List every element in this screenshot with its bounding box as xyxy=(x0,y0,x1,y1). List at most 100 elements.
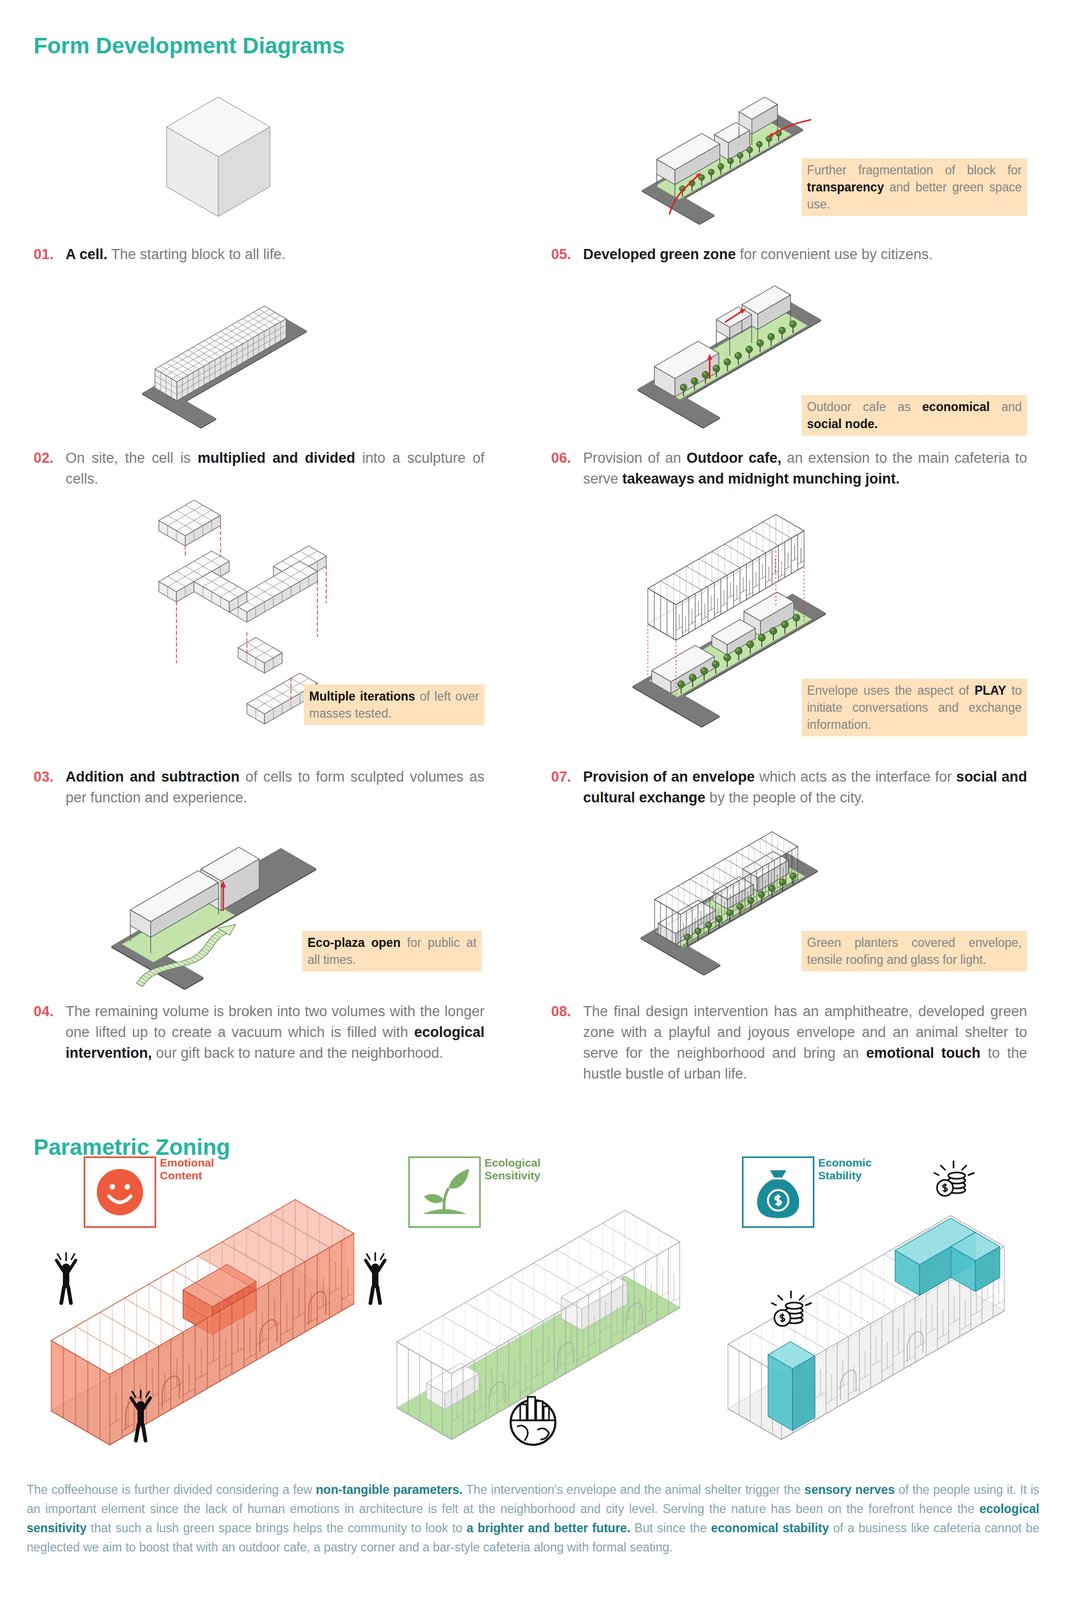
illustration-shape xyxy=(992,1299,1005,1307)
illustration-shape xyxy=(746,346,750,350)
illustration-shape xyxy=(954,1295,955,1322)
illustration-shape xyxy=(170,1338,172,1410)
illustration-shape xyxy=(789,320,797,328)
illustration-shape xyxy=(167,515,195,531)
illustration-shape xyxy=(768,863,769,896)
illustration-shape xyxy=(831,1374,833,1400)
illustration-shape xyxy=(616,1306,618,1334)
illustration-shape xyxy=(209,939,216,943)
illustration-shape xyxy=(692,562,693,599)
envelope-explode xyxy=(632,514,827,728)
section-heading: Parametric Zoning xyxy=(33,1134,1066,1160)
illustration-shape xyxy=(727,575,728,611)
illustration-shape xyxy=(781,518,783,554)
illustration-shape xyxy=(748,844,774,860)
caption-text: The intervention's envelope and the anim… xyxy=(465,1482,801,1497)
illustration-shape xyxy=(771,1302,777,1305)
illustration-shape xyxy=(736,851,738,885)
illustration-shape xyxy=(712,660,720,668)
step-caption: 05.Developed green zone for convenient u… xyxy=(551,244,1028,265)
illustration-shape xyxy=(778,573,785,578)
illustration-shape xyxy=(771,831,773,864)
illustration-shape xyxy=(701,370,709,378)
illustration-shape xyxy=(729,338,730,356)
illustration-shape xyxy=(771,831,798,847)
illustration-shape xyxy=(136,929,227,987)
illustration-shape xyxy=(701,871,728,887)
illustration-shape xyxy=(771,548,773,585)
illustration-shape xyxy=(143,974,150,979)
step-number: 07. xyxy=(551,766,584,788)
illustration-shape xyxy=(770,628,774,632)
illustration-shape xyxy=(780,879,783,883)
illustration-shape xyxy=(380,1253,384,1259)
illustration-shape xyxy=(870,1359,882,1366)
final-design xyxy=(640,831,818,976)
illustration-shape xyxy=(695,927,702,934)
illustration-shape xyxy=(599,1287,601,1354)
illustration-shape xyxy=(737,536,738,573)
illustration-shape xyxy=(419,1328,475,1360)
illustration-shape xyxy=(680,914,681,947)
illustration-shape xyxy=(109,1183,116,1190)
illustration-shape xyxy=(770,119,811,136)
illustration-shape xyxy=(781,621,786,625)
illustration-shape xyxy=(660,595,661,632)
callout-text: PLAY xyxy=(974,683,1006,698)
illustration-shape xyxy=(236,346,238,366)
illustration-shape xyxy=(713,865,714,899)
illustration-shape xyxy=(211,591,213,602)
illustration-shape xyxy=(561,1270,628,1310)
illustration-shape xyxy=(167,505,203,526)
illustration-shape xyxy=(678,681,682,685)
callout-box: Further fragmentation of block for trans… xyxy=(801,158,1028,216)
illustration-shape xyxy=(669,174,700,214)
illustration-shape xyxy=(565,1347,577,1355)
illustration-shape xyxy=(158,1345,159,1417)
illustration-shape xyxy=(189,958,196,963)
step-number: 01. xyxy=(33,244,66,265)
illustration-shape xyxy=(75,1326,135,1360)
illustration-shape xyxy=(842,1360,844,1386)
illustration-shape xyxy=(767,333,775,341)
illustration-shape xyxy=(132,1391,136,1397)
illustration-shape xyxy=(680,186,683,190)
illustration-shape xyxy=(184,545,187,556)
illustration-shape xyxy=(690,674,694,678)
illustration-shape xyxy=(136,982,143,987)
illustration-shape xyxy=(801,529,802,565)
illustration-shape xyxy=(304,1261,306,1332)
illustration-shape xyxy=(525,1363,527,1390)
illustration-shape xyxy=(409,1157,480,1226)
illustration-shape xyxy=(677,913,679,946)
illustration-shape xyxy=(329,1247,330,1318)
callout-box: Eco-plaza open for public at all times. xyxy=(302,930,482,972)
illustration-shape xyxy=(115,1393,117,1422)
illustration-shape xyxy=(198,952,205,957)
illustration-shape xyxy=(745,345,753,353)
illustration-shape xyxy=(197,1255,257,1290)
illustration-shape xyxy=(176,510,204,526)
illustration-shape xyxy=(712,551,741,568)
illustration-shape xyxy=(124,1297,183,1332)
illustration-shape xyxy=(698,922,705,926)
illustration-shape xyxy=(898,1327,899,1354)
illustration-shape xyxy=(837,1382,849,1389)
illustration-shape xyxy=(231,350,232,369)
illustration-shape xyxy=(238,637,283,664)
illustration-shape xyxy=(656,133,720,170)
illustration-shape xyxy=(229,561,318,612)
illustration-shape xyxy=(673,573,702,591)
illustration-shape xyxy=(184,586,186,597)
illustration-shape xyxy=(848,1336,849,1401)
illustration-shape xyxy=(654,899,681,915)
illustration-shape xyxy=(542,1320,544,1387)
illustration-shape xyxy=(685,616,686,632)
illustration-shape xyxy=(805,1302,812,1305)
illustration-shape xyxy=(255,657,256,668)
illustration-shape xyxy=(457,1391,458,1418)
illustration-shape xyxy=(683,922,684,936)
illustration-shape xyxy=(713,865,739,881)
illustration-shape xyxy=(762,521,764,558)
illustration-shape xyxy=(730,893,731,907)
